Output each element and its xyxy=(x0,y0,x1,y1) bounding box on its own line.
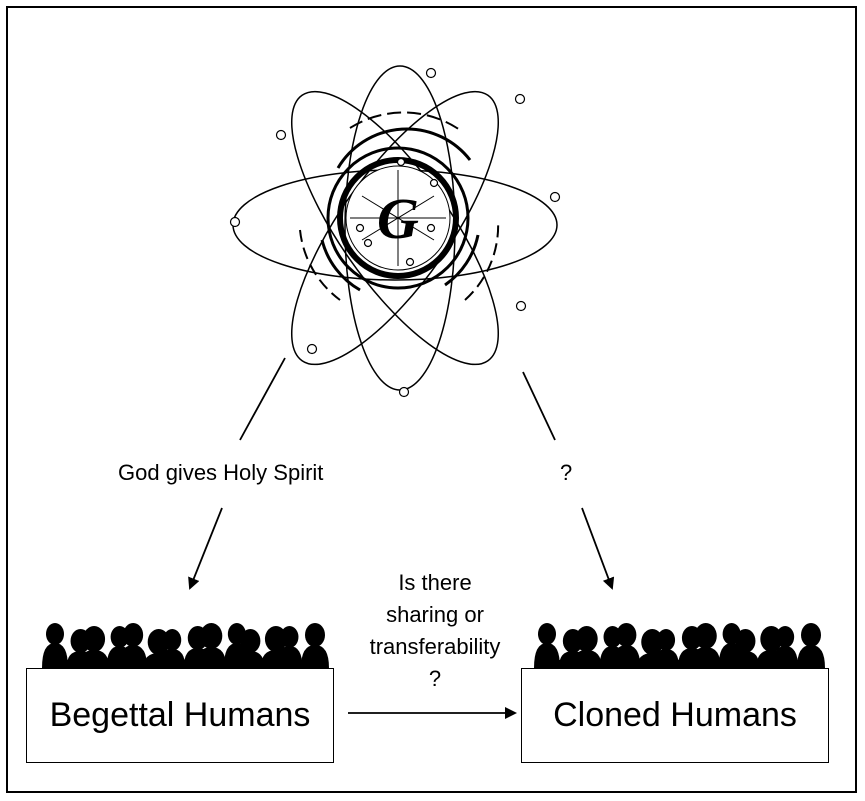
nucleus-arc-5 xyxy=(299,229,341,301)
sharing-line-2: sharing or xyxy=(386,602,484,627)
nucleus-arc-6 xyxy=(464,219,500,301)
arrow-to-begettal xyxy=(188,507,223,590)
crowd-silhouette-begettal xyxy=(42,623,329,668)
atom-emblem: G xyxy=(229,65,561,398)
crowd-base xyxy=(48,660,322,668)
crowd-head xyxy=(801,623,821,647)
crowd-head xyxy=(657,629,676,651)
crowd-head xyxy=(575,626,598,652)
begettal-humans-box: Begettal Humans xyxy=(26,668,334,763)
diagram-frame xyxy=(6,6,857,793)
crowd-head xyxy=(305,623,325,647)
line-god-to-question xyxy=(522,371,556,441)
god-gives-label: God gives Holy Spirit xyxy=(118,460,324,485)
nucleus-arc-4 xyxy=(349,111,461,131)
crowd-head xyxy=(538,623,556,645)
crowd-head xyxy=(163,629,182,651)
crowd-head xyxy=(280,626,299,648)
crowd-head xyxy=(776,626,795,648)
unknown-source-label: ? xyxy=(560,460,573,485)
sharing-line-3: transferability xyxy=(369,634,501,659)
crowd-head xyxy=(240,629,261,653)
crowd-head xyxy=(694,623,717,649)
line-god-to-label xyxy=(239,357,286,441)
sharing-line-4: ? xyxy=(428,666,442,691)
nucleus-arc-2 xyxy=(320,239,361,292)
crowd-head xyxy=(616,623,637,647)
crowd-head xyxy=(83,626,106,652)
crowd-head xyxy=(200,623,223,649)
crowd-head xyxy=(46,623,64,645)
crowd-silhouette-cloned xyxy=(534,623,825,668)
emblem-letter: G xyxy=(377,186,419,251)
crowd-head xyxy=(735,629,756,653)
begettal-humans-label: Begettal Humans xyxy=(49,696,311,734)
nucleus-arc-3 xyxy=(444,234,480,287)
sharing-question-label: Is there sharing or transferability ? xyxy=(360,567,510,695)
crowd-base xyxy=(540,660,818,668)
sharing-line-1: Is there xyxy=(398,570,472,595)
cloned-humans-box: Cloned Humans xyxy=(521,668,829,763)
cloned-humans-label: Cloned Humans xyxy=(553,696,797,734)
arrow-to-cloned xyxy=(581,507,615,590)
crowd-head xyxy=(760,626,783,652)
crowd-head xyxy=(641,629,664,655)
nucleus-arc-1 xyxy=(336,127,472,169)
crowd-head xyxy=(123,623,144,647)
nucleus-ring-outer xyxy=(326,146,470,290)
electrons xyxy=(229,67,561,398)
